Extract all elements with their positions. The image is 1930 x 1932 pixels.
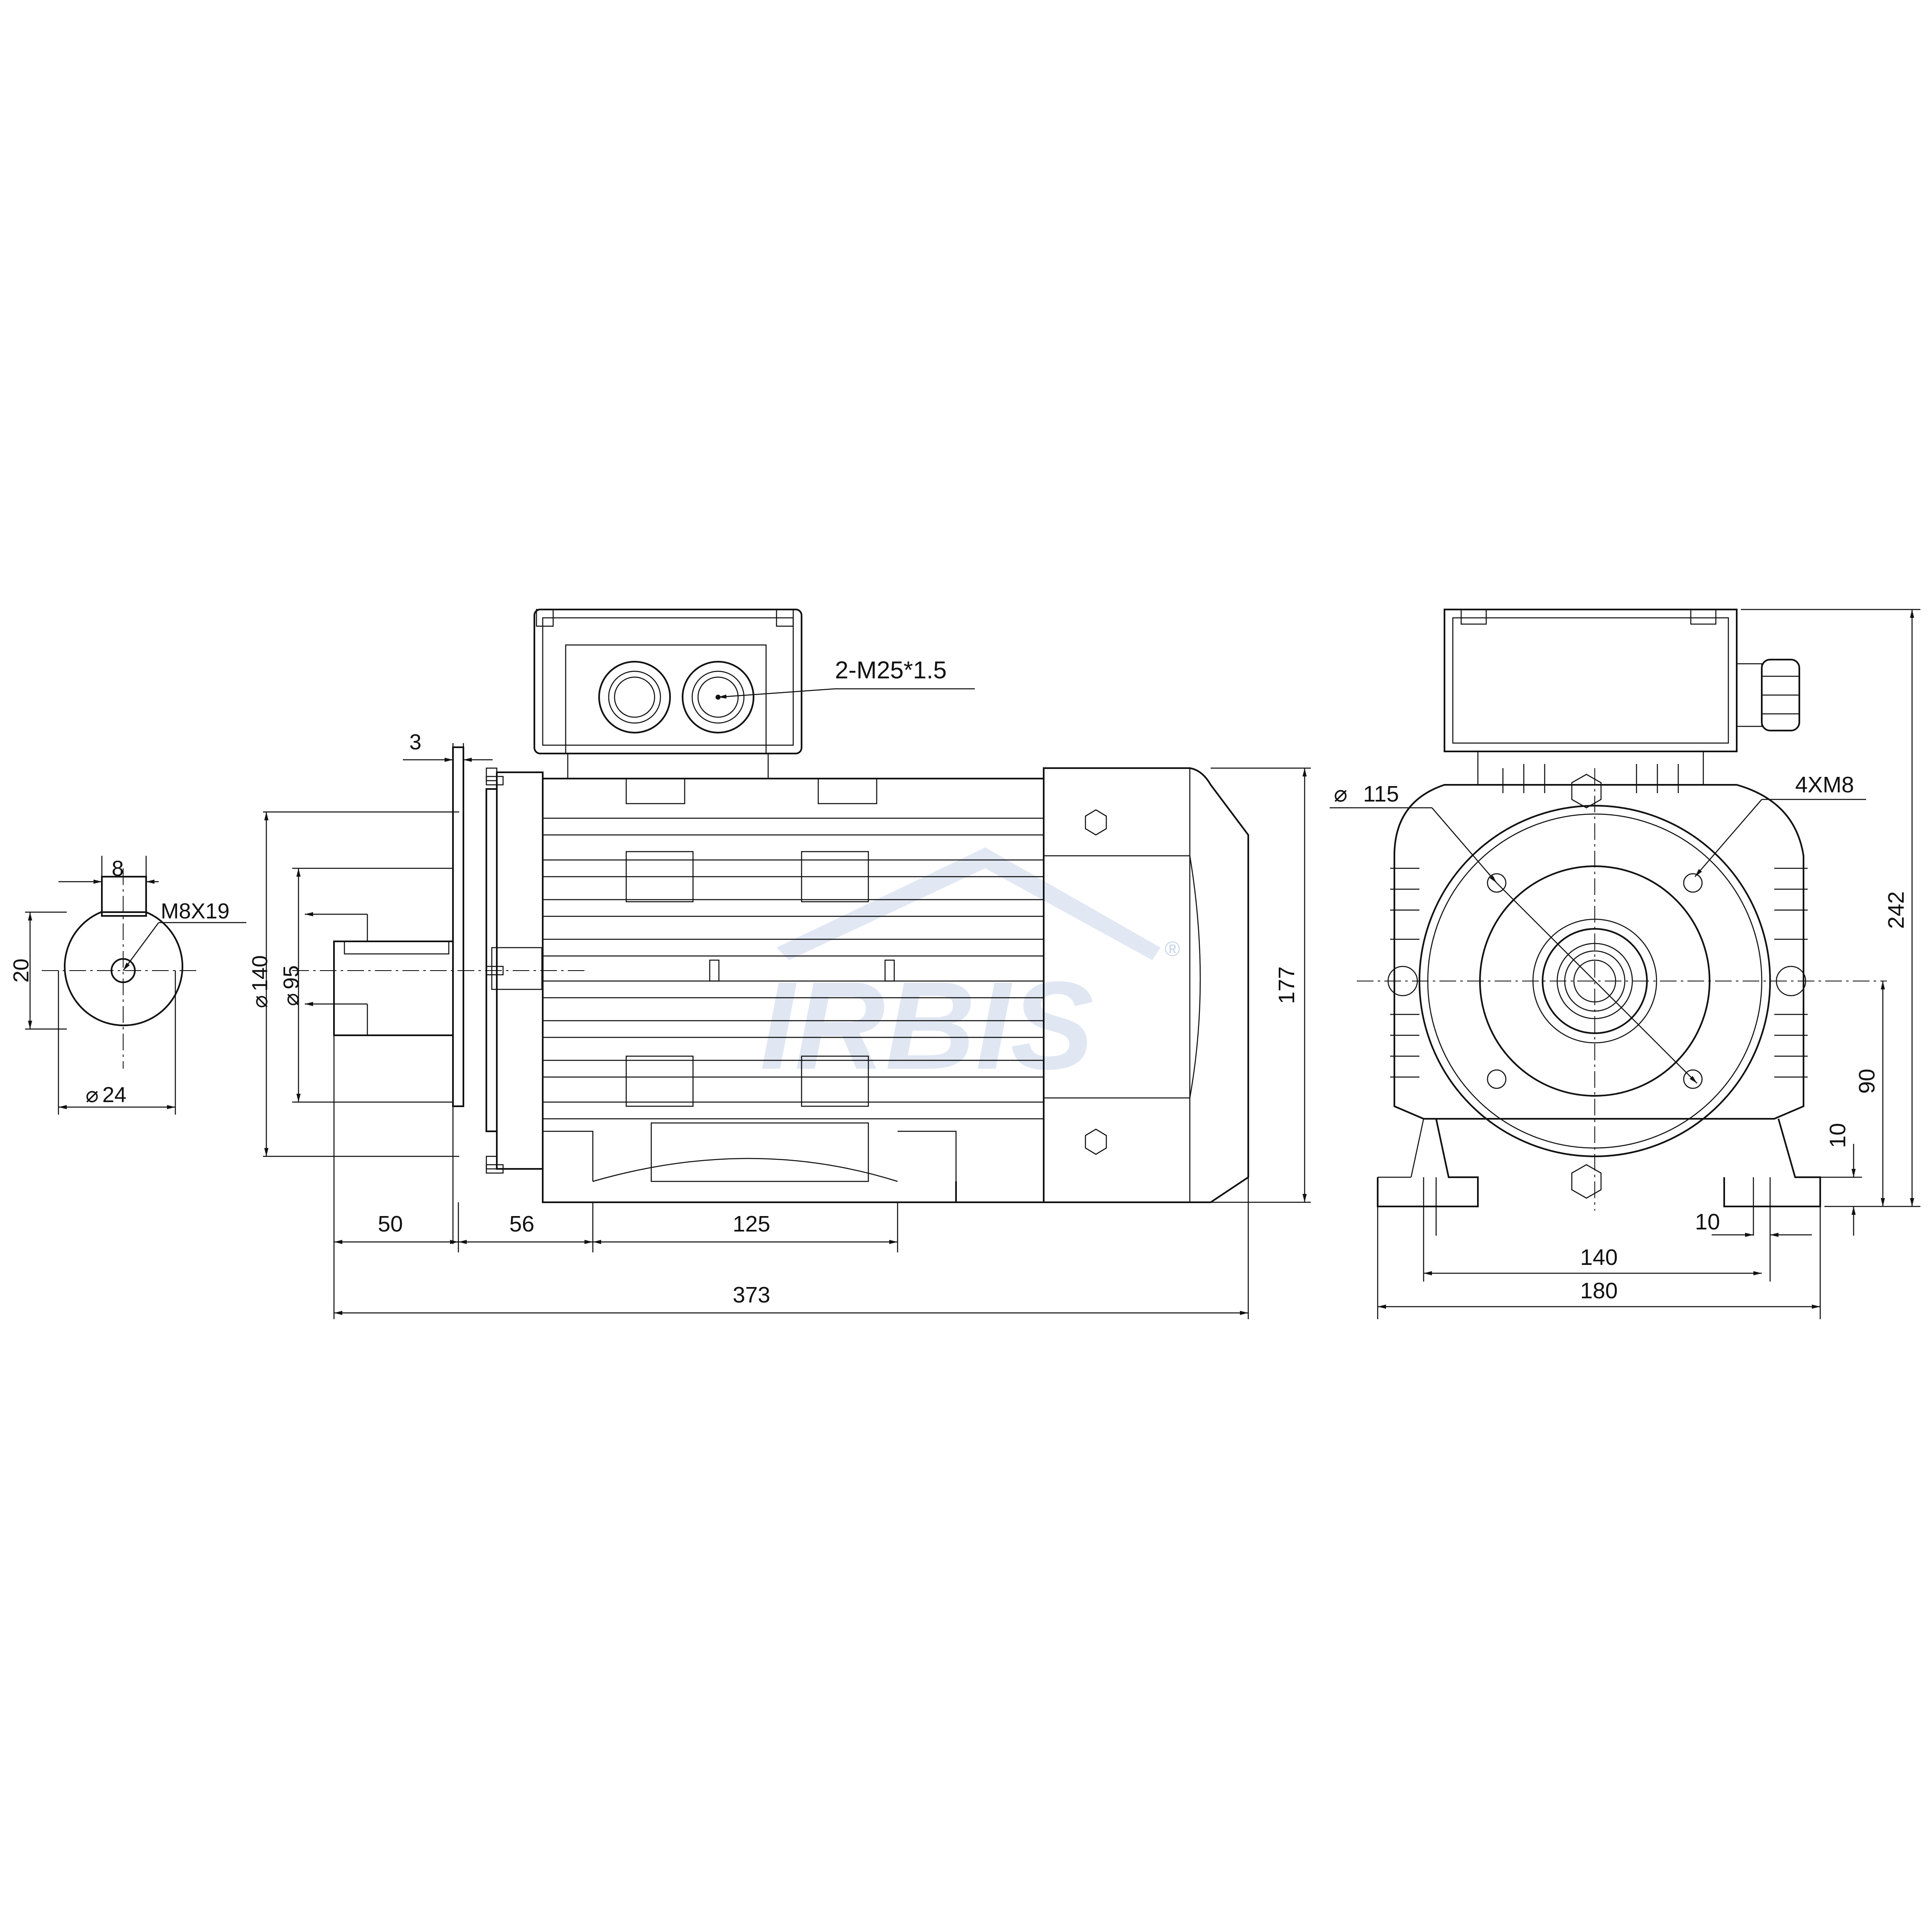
dim-label-shaft-dia: 24 bbox=[102, 1083, 126, 1107]
dim-label-flange-thickness: 3 bbox=[410, 730, 422, 754]
dim-label-foot-hole: 10 bbox=[1695, 1209, 1720, 1234]
motor-side-view bbox=[292, 609, 1249, 1203]
dim-label-foot-spacing-side: 125 bbox=[733, 1211, 770, 1237]
dim-label-flange-holes: 4XM8 bbox=[1795, 772, 1854, 797]
dim-label-group-flange-dia: ⌀ 140 bbox=[248, 955, 272, 1008]
shaft-section-view bbox=[25, 856, 246, 1115]
watermark-brand: IRBIS bbox=[760, 955, 1095, 1095]
dim-dia-symbol-spigot: ⌀ bbox=[279, 993, 304, 1006]
front-view-dimensions bbox=[1330, 609, 1920, 1319]
dim-label-pitch-dia: 115 bbox=[1363, 781, 1399, 807]
dim-label-shaft-length: 50 bbox=[378, 1211, 403, 1237]
dim-label-overall-length: 373 bbox=[733, 1282, 770, 1307]
dim-dia-symbol-pitch: ⌀ bbox=[1334, 781, 1348, 807]
dim-label-overall-width: 180 bbox=[1580, 1278, 1618, 1303]
dim-label-flange-to-foot: 56 bbox=[509, 1211, 534, 1237]
dim-label-shaft-key: 8 bbox=[112, 857, 124, 881]
watermark-registered-mark: ® bbox=[1165, 937, 1180, 961]
irbis-watermark-logo: IRBIS ® bbox=[760, 847, 1180, 1095]
dim-label-shaft-center-height: 90 bbox=[1854, 1069, 1879, 1094]
side-view-dimensions bbox=[263, 688, 1311, 1319]
dim-label-group-spigot-dia: ⌀ 95 bbox=[279, 965, 304, 1006]
dim-label-foot-spacing-front: 140 bbox=[1580, 1245, 1618, 1270]
motor-front-view bbox=[1357, 609, 1887, 1236]
dim-label-overall-height-side: 177 bbox=[1274, 966, 1299, 1004]
dim-dia-symbol-shaft: ⌀ bbox=[86, 1083, 99, 1107]
dim-label-shaft-thread: M8X19 bbox=[161, 899, 230, 923]
dim-label-group-pitch-dia: ⌀ 115 bbox=[1334, 781, 1399, 807]
dim-label-flange-dia: 140 bbox=[248, 955, 272, 991]
dim-label-cable-gland: 2-M25*1.5 bbox=[835, 657, 947, 684]
dim-label-shaft-height: 20 bbox=[9, 958, 33, 983]
dim-label-overall-height-front: 242 bbox=[1884, 891, 1909, 929]
dim-dia-symbol-flange: ⌀ bbox=[248, 995, 272, 1008]
dim-label-spigot-dia: 95 bbox=[279, 965, 304, 989]
dim-label-foot-thickness: 10 bbox=[1825, 1123, 1850, 1148]
